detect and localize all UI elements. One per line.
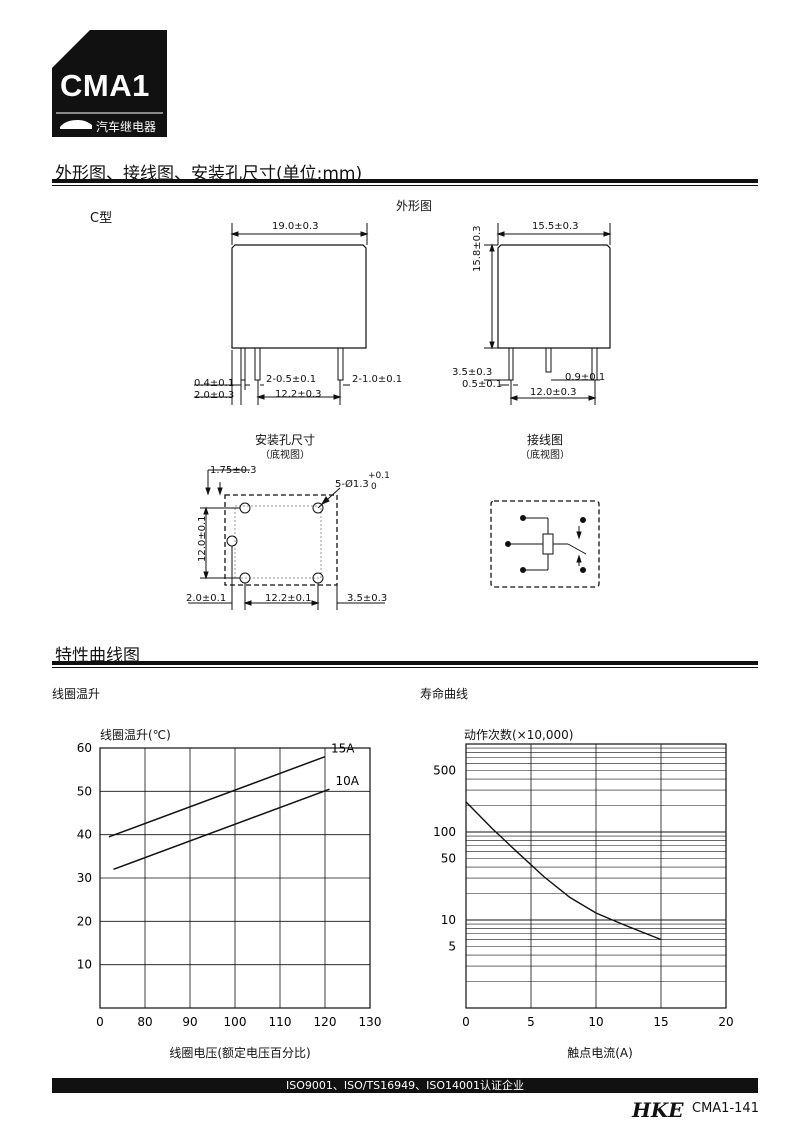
temp-chart-ylabel: 线圈温升(℃) (100, 728, 171, 742)
life-chart-xlabel: 触点电流(A) (567, 1046, 633, 1060)
series-label-15A: 15A (331, 742, 355, 756)
x-tick-label: 15 (653, 1015, 668, 1029)
x-tick-label: 110 (269, 1015, 292, 1029)
side-height-dim: 15.8±0.3 (472, 225, 483, 272)
mount-left-offset-dim: 2.0±0.1 (186, 593, 227, 604)
car-icon (60, 120, 92, 129)
y-tick-label: 10 (77, 958, 92, 972)
y-tick-label: 10 (441, 913, 456, 927)
y-tick-label: 40 (77, 828, 92, 842)
mounting-subtitle: （底视图） (260, 450, 310, 461)
mount-hole-dia: 5-Ø1.3 (335, 479, 369, 490)
x-tick-label: 0 (462, 1015, 470, 1029)
page-number: CMA1-141 (692, 1101, 759, 1116)
outline-title: 外形图 (396, 199, 433, 213)
front-pin-gap-dim: 2-0.5±0.1 (266, 374, 317, 385)
life-curve-line (465, 801, 662, 941)
logo-block (52, 30, 167, 137)
series-line-15A (108, 755, 326, 838)
type-label: C型 (90, 211, 113, 226)
mount-span-dim: 12.2±0.1 (265, 593, 312, 604)
front-pin-offset-dim: 2.0±0.3 (194, 390, 235, 401)
section-rule-thin (52, 185, 758, 186)
temp-chart-label: 线圈温升 (52, 687, 101, 701)
front-pin-gap-right-dim: 2-1.0±0.1 (352, 374, 403, 385)
wiring-subtitle: （底视图） (520, 450, 570, 461)
life-chart-ylabel: 动作次数(×10,000) (464, 728, 574, 742)
wiring-diagram (490, 500, 600, 588)
section-rule (52, 661, 758, 665)
front-view-drawing (194, 223, 369, 405)
x-tick-label: 10 (588, 1015, 603, 1029)
front-pin-span-dim: 12.2±0.3 (275, 389, 322, 400)
x-tick-label: 20 (718, 1015, 733, 1029)
certification-bar: ISO9001、ISO/TS16949、ISO14001认证企业 (52, 1078, 758, 1093)
section-rule (52, 179, 758, 183)
y-tick-label: 50 (441, 851, 456, 865)
side-pin-length-dim: 3.5±0.3 (452, 367, 493, 378)
y-tick-label: 5 (448, 939, 456, 953)
x-tick-label: 0 (96, 1015, 104, 1029)
wiring-title: 接线图 (526, 433, 563, 447)
model-logo: CMA1 (60, 68, 150, 103)
mount-height-dim: 12.0±0.1 (197, 515, 208, 562)
x-tick-label: 120 (314, 1015, 337, 1029)
front-width-dim: 19.0±0.3 (272, 221, 319, 232)
series-line-10A (113, 788, 330, 871)
y-tick-label: 500 (433, 763, 456, 777)
temp-chart-xlabel: 线圈电压(额定电压百分比) (169, 1046, 311, 1060)
side-width-dim: 15.5±0.3 (532, 221, 579, 232)
section-rule-thin (52, 667, 758, 668)
x-tick-label: 90 (182, 1015, 197, 1029)
side-pin-thick-dim: 0.9±0.1 (565, 372, 606, 383)
series-label-10A: 10A (336, 774, 360, 788)
side-pin-width-dim: 0.5±0.1 (462, 379, 503, 390)
side-pin-span-dim: 12.0±0.3 (530, 387, 577, 398)
life-chart-label: 寿命曲线 (420, 687, 469, 701)
mounting-hole-drawing (188, 469, 385, 610)
x-tick-label: 130 (359, 1015, 382, 1029)
y-tick-label: 20 (77, 914, 92, 928)
x-tick-label: 100 (224, 1015, 247, 1029)
mount-hole-tol-zero: 0 (371, 482, 377, 492)
x-tick-label: 5 (527, 1015, 535, 1029)
y-tick-label: 30 (77, 871, 92, 885)
category-label: 汽车继电器 (96, 120, 157, 134)
y-tick-label: 100 (433, 825, 456, 839)
front-pin-width-dim: 0.4±0.1 (194, 378, 235, 389)
x-tick-label: 80 (137, 1015, 152, 1029)
mount-right-offset-dim: 3.5±0.3 (347, 593, 388, 604)
mount-hole-tol-plus: +0.1 (368, 471, 390, 481)
mount-top-offset-dim: 1.75±0.3 (210, 465, 257, 476)
y-tick-label: 50 (77, 784, 92, 798)
mounting-title: 安装孔尺寸 (254, 433, 315, 447)
brand-logo: HKE (632, 1098, 684, 1122)
y-tick-label: 60 (77, 741, 92, 755)
side-view-drawing (484, 223, 612, 405)
